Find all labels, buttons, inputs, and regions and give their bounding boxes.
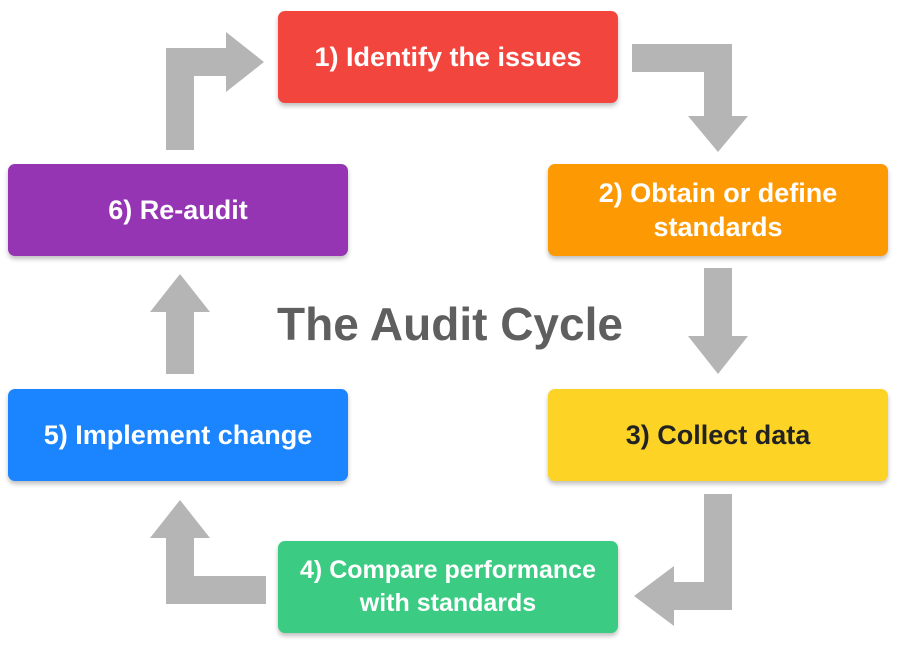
step-label: 4) Compare performance with standards [300,556,596,617]
arrow-4-to-5 [150,500,266,604]
arrow-3-to-4 [634,494,732,626]
step-collect-data: 3) Collect data [548,389,888,481]
step-re-audit: 6) Re-audit [8,164,348,256]
arrow-6-to-1 [166,32,264,150]
diagram-title: The Audit Cycle [277,298,623,350]
arrow-5-to-6 [150,274,210,374]
arrow-2-to-3 [688,268,748,374]
step-label: 3) Collect data [625,420,811,450]
step-obtain-standards: 2) Obtain or define standards [548,164,888,256]
arrow-1-to-2 [632,44,748,152]
step-label: 2) Obtain or define standards [598,178,838,242]
step-label: 5) Implement change [43,420,313,450]
step-implement-change: 5) Implement change [8,389,348,481]
step-identify-issues: 1) Identify the issues [278,11,618,103]
step-compare-performance: 4) Compare performance with standards [278,541,618,633]
step-label: 6) Re-audit [108,195,248,225]
step-label: 1) Identify the issues [314,42,582,72]
